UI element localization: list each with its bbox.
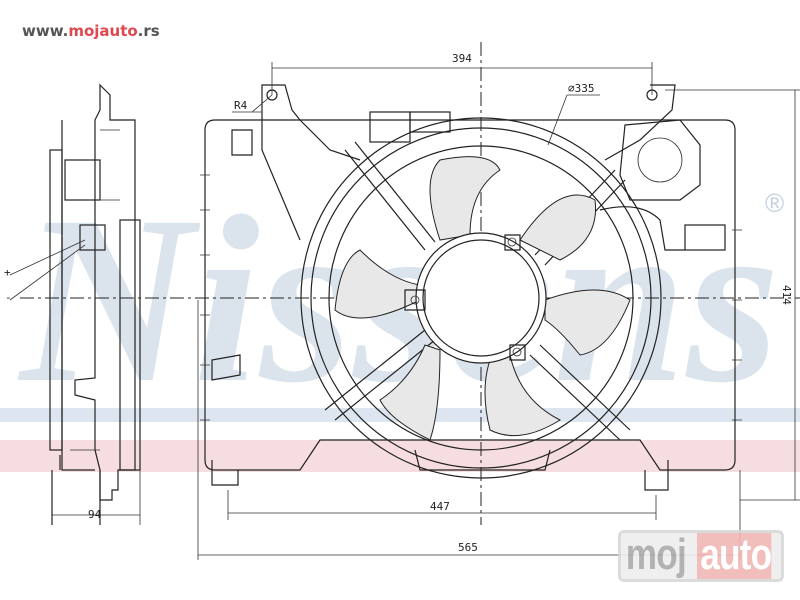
- logo-part-moj: moj: [625, 530, 687, 579]
- side-view: 94 + -: [4, 83, 141, 525]
- overall-width-dimension: 565: [458, 541, 478, 554]
- bottom-mount-spacing-dimension: 447: [430, 500, 450, 513]
- dimension-lines: 394 R4 ⌀335 414 447 565: [197, 52, 800, 560]
- front-view: [200, 84, 742, 491]
- mojauto-logo: moj auto: [618, 530, 784, 582]
- logo-part-auto: auto: [697, 533, 772, 579]
- url-suffix: .rs: [137, 22, 160, 40]
- height-dimension: 414: [780, 285, 793, 305]
- radius-dimension: R4: [234, 99, 248, 112]
- url-prefix: www.: [22, 22, 69, 40]
- plus-terminal-label: +: [4, 266, 11, 279]
- minus-terminal-label: -: [5, 291, 12, 304]
- depth-dimension: 94: [88, 508, 102, 521]
- mount-spacing-dimension: 394: [452, 52, 472, 65]
- url-brand: mojauto: [68, 22, 138, 40]
- site-url[interactable]: www.mojauto.rs: [22, 22, 160, 40]
- registered-mark: ®: [765, 188, 784, 218]
- fan-diameter-dimension: ⌀335: [568, 82, 595, 95]
